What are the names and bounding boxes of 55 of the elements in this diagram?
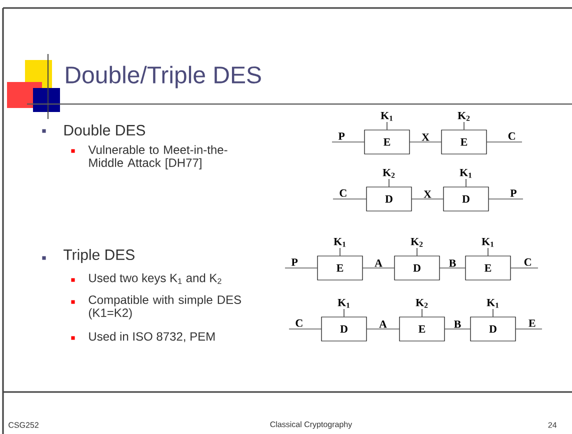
connector-line — [388, 178, 390, 187]
cipher-box: D — [470, 316, 516, 342]
bullet-text: Compatible with simple DES (K1=K2) — [88, 295, 241, 320]
key-label: K$_{2}$ — [382, 168, 395, 178]
key-label: K$_{1}$ — [338, 298, 350, 308]
cipher-box: E — [399, 316, 445, 342]
key-label: K$_{1}$ — [460, 168, 472, 178]
io-label: P — [510, 190, 516, 197]
io-label: P — [291, 258, 298, 266]
bullet-text: Triple DES — [64, 249, 134, 263]
connector-line — [412, 198, 444, 200]
connector-line — [366, 328, 400, 330]
key-label: K$_{2}$ — [416, 298, 428, 308]
footer-text: Classical Cryptography — [270, 421, 352, 429]
io-label: C — [340, 189, 346, 197]
cipher-box: D — [366, 186, 412, 212]
bullet-text: Vulnerable to Meet-in-the-Middle Attack [DH77] — [88, 145, 228, 170]
cipher-box: D — [443, 186, 489, 212]
connector-line — [386, 122, 388, 130]
key-label: K$_{1}$ — [482, 238, 494, 247]
connector-line — [492, 308, 494, 317]
key-label: K$_{2}$ — [458, 112, 470, 121]
key-label: K$_{1}$ — [486, 298, 499, 308]
edge-label: X — [422, 134, 430, 141]
footer-text: 24 — [548, 422, 557, 428]
connector-line — [516, 328, 542, 330]
bullet-text: Used two keys K$_{1}$ and K$_{2}$ — [89, 273, 222, 285]
edge-label: X — [424, 190, 432, 198]
cipher-box: D — [394, 256, 440, 280]
cipher-box: E — [317, 256, 363, 280]
io-label: C — [508, 132, 515, 140]
connector-line — [488, 198, 524, 200]
edge-label: B — [454, 320, 461, 328]
edge-label: A — [374, 260, 382, 267]
connector-line — [332, 198, 366, 200]
cipher-box: E — [441, 130, 487, 154]
edge-label: B — [449, 260, 456, 267]
title: Double/Triple DES — [66, 66, 261, 88]
key-label: K$_{1}$ — [380, 112, 393, 121]
io-label: C — [296, 319, 302, 327]
bullet-text: Double DES — [64, 124, 146, 136]
cipher-box: E — [465, 256, 511, 280]
key-label: K$_{1}$ — [334, 238, 346, 247]
bullet-text: Used in ISO 8732, PEM — [89, 332, 215, 342]
key-label: K$_{2}$ — [410, 238, 423, 247]
connector-line — [288, 328, 322, 330]
cipher-box: E — [364, 130, 410, 154]
io-label: P — [338, 132, 345, 140]
io-label: E — [528, 320, 536, 327]
cipher-box: D — [321, 316, 367, 342]
connector-line — [416, 248, 418, 256]
io-label: C — [524, 258, 531, 266]
footer-text: CSG252 — [8, 422, 38, 428]
edge-label: A — [379, 320, 387, 328]
connector-line — [444, 328, 470, 330]
